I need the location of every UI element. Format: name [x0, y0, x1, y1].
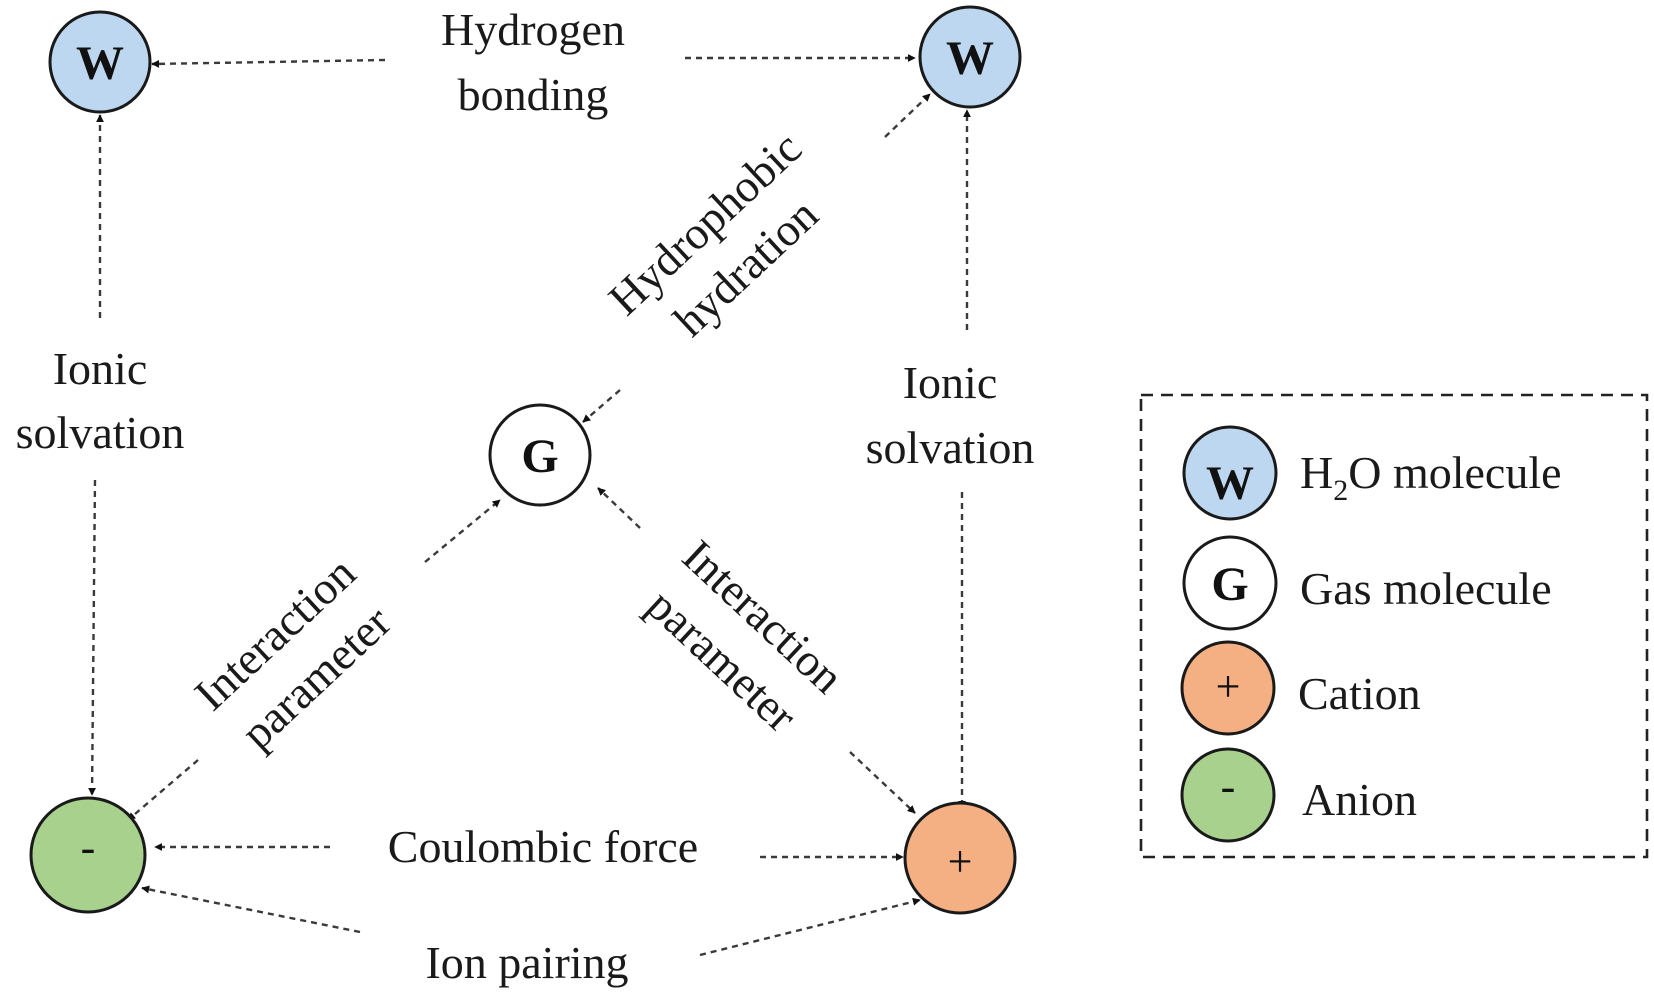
interaction-right-arrow-up [597, 487, 641, 529]
hydrophobic-hydration-label: Hydrophobic hydration [599, 122, 828, 346]
gas-node-letter: G [521, 430, 558, 483]
legend-anion-swatch [1180, 747, 1276, 843]
interaction-left-label: Interaction parameter [185, 547, 401, 759]
interaction-left-arrow-up [424, 499, 501, 563]
legend: W H2O molecule G Gas molecule + Cation -… [1139, 393, 1649, 859]
ionic-solvation-left-label: Ionic solvation [16, 343, 185, 458]
legend-item-anion: - Anion [1180, 747, 1417, 843]
legend-water-label-pre: H [1300, 447, 1333, 498]
hydrophobic-hydration-arrow-down [582, 389, 621, 423]
hydrogen-bonding-label-line2: bonding [458, 69, 609, 120]
ionic-solvation-right-label-line1: Ionic [903, 357, 998, 408]
ionic-solvation-left-label-line1: Ionic [53, 343, 148, 394]
ionic-solvation-left-label-line2: solvation [16, 407, 185, 458]
legend-item-cation: + Cation [1180, 640, 1421, 736]
anion-circle [29, 796, 147, 914]
legend-water-label: H2O molecule [1300, 447, 1562, 507]
legend-gas-symbol: G [1211, 558, 1248, 611]
ionic-solvation-right-label: Ionic solvation [866, 357, 1035, 473]
anion-node: - [29, 796, 147, 914]
ionic-solvation-right-label-line2: solvation [866, 422, 1035, 473]
water-node-letter: W [76, 37, 124, 90]
anion-node-sign: - [81, 823, 96, 872]
hydrogen-bonding-label: Hydrogen bonding [441, 4, 625, 120]
legend-border [1139, 393, 1649, 859]
hydrogen-bonding-label-line1: Hydrogen [441, 4, 625, 55]
water-node-right: W [918, 5, 1022, 109]
ion-pairing-arrow-right [699, 897, 921, 957]
legend-anion-symbol: - [1221, 762, 1236, 811]
hydrogen-bonding-arrow-left [151, 58, 386, 68]
legend-cation-symbol: + [1216, 662, 1241, 711]
hydrophobic-hydration-arrow-up [884, 93, 931, 138]
interaction-right-arrow-down [849, 751, 916, 814]
legend-cation-swatch [1180, 640, 1276, 736]
legend-item-water: W H2O molecule [1182, 425, 1562, 521]
legend-water-swatch [1182, 425, 1278, 521]
legend-gas-swatch [1182, 535, 1278, 631]
ionic-solvation-left-arrow-down [88, 479, 97, 796]
water-circle [48, 10, 152, 114]
ion-pairing-arrow-left [141, 885, 361, 934]
interaction-right-label: Interaction parameter [638, 530, 854, 742]
cation-circle [903, 801, 1017, 915]
gas-node: G [488, 403, 592, 507]
legend-gas-label: Gas molecule [1300, 563, 1552, 614]
cation-node: + [903, 801, 1017, 915]
legend-water-label-post: O molecule [1348, 447, 1561, 498]
legend-water-label-sub: 2 [1333, 474, 1348, 507]
legend-anion-label: Anion [1302, 774, 1417, 825]
ion-pairing-label: Ion pairing [425, 937, 628, 988]
cation-node-sign: + [948, 837, 973, 886]
legend-item-gas: G Gas molecule [1182, 535, 1552, 631]
legend-water-symbol: W [1206, 457, 1254, 510]
water-node-left: W [48, 10, 152, 114]
gas-circle [488, 403, 592, 507]
interaction-left-arrow-down [127, 759, 199, 821]
water-circle [918, 5, 1022, 109]
legend-cation-label: Cation [1298, 668, 1421, 719]
water-node-letter: W [946, 32, 994, 85]
coulombic-force-label: Coulombic force [388, 821, 698, 872]
